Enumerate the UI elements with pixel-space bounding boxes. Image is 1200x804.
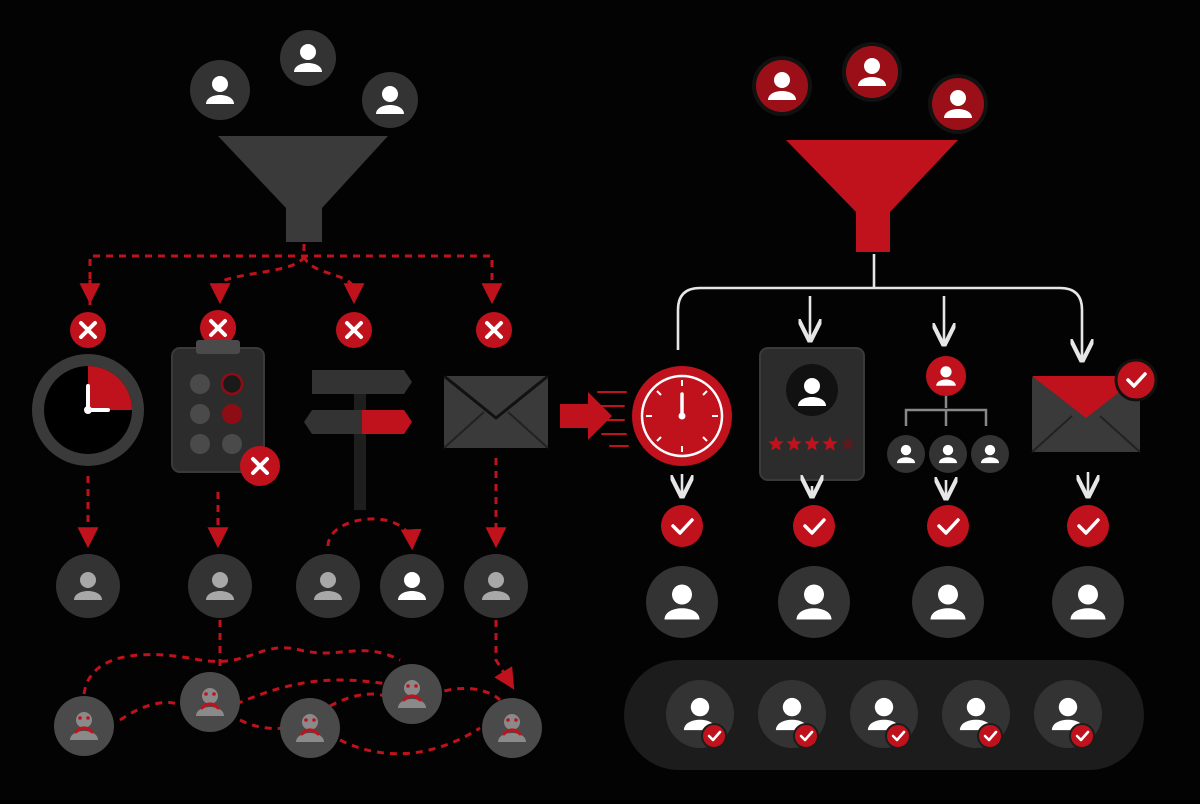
- left-lower-connectors: [77, 458, 507, 551]
- sad-user-icon: [180, 672, 240, 732]
- gray-funnel-icon: [218, 136, 388, 242]
- check-badge-icon: [977, 723, 1003, 749]
- blocked-x-icon: [200, 310, 236, 346]
- approved-users-row: [666, 680, 1102, 749]
- approved-user-icon: [758, 680, 826, 749]
- right-white-connectors: [676, 254, 1082, 360]
- right-down-arrows: [682, 472, 1088, 498]
- profile-rating-icon: [759, 347, 865, 481]
- right-converted-users: [646, 566, 1124, 638]
- check-badge-icon: [661, 505, 703, 547]
- left-dashed-connectors: [79, 244, 503, 305]
- user-icon: [887, 435, 925, 473]
- left-incoming-users: [190, 30, 418, 128]
- sad-user-icon: [54, 696, 114, 756]
- user-icon: [912, 566, 984, 638]
- stopwatch-icon: [589, 366, 732, 466]
- user-icon: [1052, 566, 1124, 638]
- blocked-x-icon: [336, 312, 372, 348]
- envelope-checked-icon: [1031, 358, 1158, 453]
- left-panel: [32, 30, 549, 758]
- user-icon: [464, 554, 528, 618]
- clipboard-options-icon: [171, 340, 265, 473]
- sad-user-icon: [280, 698, 340, 758]
- red-funnel-icon: [786, 140, 958, 252]
- user-icon: [971, 435, 1009, 473]
- sad-user-icon: [482, 698, 542, 758]
- user-icon: [296, 554, 360, 618]
- user-icon: [190, 60, 250, 120]
- check-badge-icon: [793, 505, 835, 547]
- user-icon: [778, 566, 850, 638]
- sad-user-icon: [382, 664, 442, 724]
- org-chart-icon: [887, 356, 1009, 473]
- star-icon: [786, 436, 802, 451]
- clock-icon: [32, 354, 144, 466]
- signpost-icon: [304, 370, 412, 510]
- check-badge-icon: [927, 505, 969, 547]
- check-badge-icon: [1114, 358, 1158, 402]
- right-approved-badges: [661, 505, 1109, 547]
- arrow-right-icon: [560, 392, 612, 440]
- right-incoming-users: [752, 42, 988, 134]
- user-icon: [362, 72, 418, 128]
- blocked-x-icon: [70, 312, 106, 348]
- star-icon: [768, 436, 784, 451]
- left-blocked-badges: [70, 310, 512, 348]
- check-badge-icon: [793, 723, 819, 749]
- user-icon: [926, 356, 966, 396]
- star-icon: [822, 436, 838, 451]
- user-icon: [56, 554, 120, 618]
- user-icon: [929, 435, 967, 473]
- approved-user-icon: [850, 680, 918, 749]
- user-icon: [380, 554, 444, 618]
- approved-user-icon: [1034, 680, 1102, 749]
- user-icon: [928, 74, 988, 134]
- check-badge-icon: [701, 723, 727, 749]
- star-icon: [804, 436, 820, 451]
- user-icon: [188, 554, 252, 618]
- check-badge-icon: [1069, 723, 1095, 749]
- check-badge-icon: [1067, 505, 1109, 547]
- user-icon: [280, 30, 336, 86]
- star-icon: [840, 436, 856, 451]
- right-panel: [589, 42, 1158, 770]
- blocked-x-icon: [240, 446, 280, 486]
- approved-user-icon: [666, 680, 734, 749]
- user-icon: [646, 566, 718, 638]
- user-icon: [752, 56, 812, 116]
- check-badge-icon: [885, 723, 911, 749]
- rating-stars: [768, 436, 856, 451]
- left-middle-users: [56, 554, 528, 618]
- user-icon: [842, 42, 902, 102]
- left-unhappy-users: [54, 664, 542, 758]
- approved-user-icon: [942, 680, 1010, 749]
- blocked-x-icon: [476, 312, 512, 348]
- envelope-icon: [443, 374, 549, 449]
